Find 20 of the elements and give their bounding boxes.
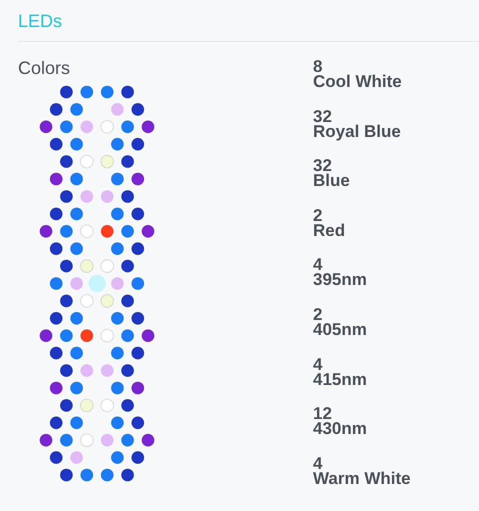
led-color-name: 405nm (313, 322, 367, 337)
led-count: 32 (313, 158, 332, 174)
led-color-name: 430nm (313, 421, 367, 436)
led-color-name: Cool White (313, 74, 402, 89)
led-color-name: Red (313, 222, 346, 238)
led-count: 4 (313, 356, 322, 372)
led-color-name: Royal Blue (313, 124, 401, 139)
field-label: Colors (18, 57, 70, 79)
led-count: 12 (313, 406, 332, 422)
led-count: 4 (313, 456, 322, 471)
led-count: 8 (313, 59, 322, 74)
led-color-name: Warm White (313, 470, 411, 486)
led-count: 2 (313, 307, 322, 322)
led-color-name: Blue (313, 173, 350, 188)
led-count: 2 (313, 208, 322, 223)
led-count: 32 (313, 108, 332, 124)
led-count: 4 (313, 257, 322, 272)
led-color-name: 415nm (313, 372, 367, 387)
led-color-name: 395nm (313, 272, 367, 288)
section-title: LEDs (18, 10, 62, 32)
